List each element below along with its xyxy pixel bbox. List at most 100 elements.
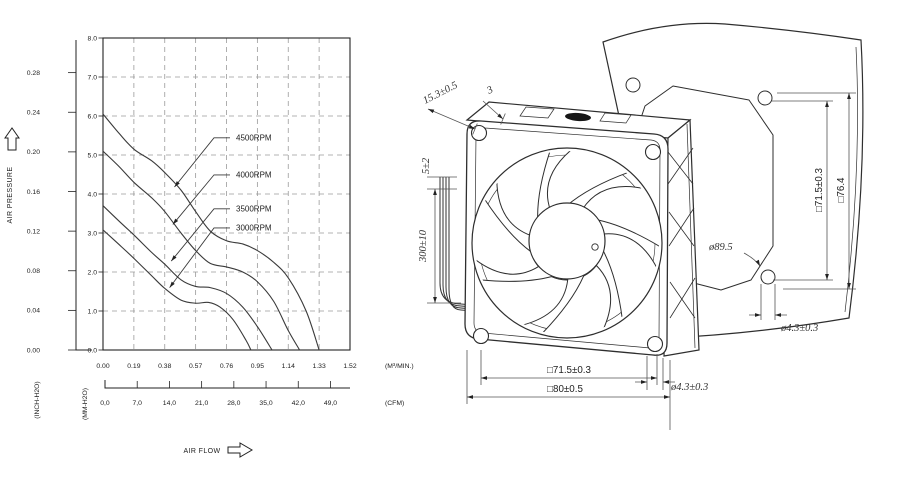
hub: [528, 202, 606, 280]
curve-label-4500rpm: 4500RPM: [236, 134, 272, 143]
dim-arrow: [651, 376, 657, 380]
y-tick-label: 5.0: [88, 152, 98, 159]
dim-arrow: [481, 376, 487, 380]
leader-4000rpm: [172, 174, 230, 225]
x-tick-label: 1.14: [282, 363, 295, 370]
mount-hole-bottom-right: [646, 335, 664, 353]
y-tick-label: 8.0: [88, 35, 98, 42]
y-tick-label: 4.0: [88, 191, 98, 198]
lead-wire: [439, 177, 474, 306]
cfm-tick-label: 0,0: [100, 400, 110, 407]
leader-3000rpm: [169, 227, 230, 288]
dim-gasket-hole-pitch: □71.5±0.3: [814, 167, 825, 212]
air-pressure-arrow-icon: [4, 127, 20, 151]
air-pressure-label: AIR PRESSURE: [7, 167, 14, 224]
inch-tick-label: 0.28: [27, 70, 40, 77]
label-blob: [565, 112, 591, 122]
inch-tick-label: 0.08: [27, 268, 40, 275]
fan-body: [464, 101, 700, 357]
y-tick-label: 6.0: [88, 113, 98, 120]
curve-label-4000rpm: 4000RPM: [236, 171, 272, 180]
curve-label-3000rpm: 3000RPM: [236, 224, 272, 233]
y-tick-label: 7.0: [88, 74, 98, 81]
grid: [103, 38, 350, 350]
air-flow-caption: AIR FLOW: [183, 442, 253, 458]
y-axis-inch: 0.000.040.080.120.160.200.240.28(INCH-H2…: [27, 40, 92, 419]
dim-arrow: [755, 259, 760, 266]
dim-arrow: [467, 395, 473, 399]
curve-label-3500rpm: 3500RPM: [236, 205, 272, 214]
dim-arrow: [468, 124, 475, 129]
dim-arrow: [428, 109, 435, 114]
dim-arrow: [663, 380, 669, 384]
dim-lead-length: 300±10: [418, 229, 429, 263]
inch-axis-unit: (INCH-H2O): [34, 381, 41, 418]
top-band-slot-2: [599, 112, 632, 124]
dim-opening-dia: ø89.5: [708, 242, 733, 253]
hub-center-mark: [591, 243, 599, 251]
y-tick-label: 2.0: [88, 269, 98, 276]
y-axis-mm: 0.01.02.03.04.05.06.07.08.0(MM-H2O): [82, 35, 103, 420]
curve-3500rpm: [102, 205, 273, 351]
dim-arrow: [433, 297, 437, 303]
lead-wire: [448, 177, 474, 312]
dim-arrow: [664, 395, 670, 399]
dim-arrow: [641, 380, 647, 384]
leader-arrow: [169, 281, 175, 288]
gasket-hole-top-right: [757, 90, 773, 106]
y-tick-label: 0.0: [88, 347, 98, 354]
cfm-tick-label: 14,0: [163, 400, 176, 407]
leader-arrow: [174, 181, 180, 187]
dim-arrow: [497, 113, 503, 119]
dim-frame-depth: 15.3±0.5: [421, 80, 459, 107]
mount-hole-bottom-left: [472, 327, 490, 345]
gasket-hole-bottom-right: [760, 269, 776, 285]
dim-arrow: [825, 101, 829, 107]
x-tick-label: 1.52: [343, 363, 356, 370]
frame-back-edge: [686, 123, 696, 349]
inch-tick-label: 0.00: [27, 347, 40, 354]
x-axis-unit: (M³/MIN.): [385, 363, 414, 370]
dim-arrow: [755, 313, 761, 317]
dim-arrow: [847, 93, 851, 99]
gasket-hole-top-left: [625, 77, 641, 93]
air-flow-arrow-icon: [227, 442, 253, 458]
y-tick-label: 1.0: [88, 308, 98, 315]
cfm-tick-label: 42,0: [292, 400, 305, 407]
frame-side-struts: [667, 147, 696, 319]
x-tick-label: 0.95: [251, 363, 264, 370]
cfm-axis-unit: (CFM): [385, 400, 404, 407]
air-flow-label: AIR FLOW: [183, 448, 220, 455]
inch-tick-label: 0.16: [27, 189, 40, 196]
top-band-slot-1: [519, 106, 555, 119]
dim-frame-width: □80±0.5: [547, 384, 583, 395]
fan-blade: [541, 264, 612, 335]
y-tick-label: 3.0: [88, 230, 98, 237]
dim-hole-pitch: □71.5±0.3: [547, 365, 592, 376]
dimension-annotations: 15.3±0.5 3 5±2 300±10 ø89.5 □71.5±0.3 □7…: [418, 80, 856, 430]
x-tick-label: 0.57: [189, 363, 202, 370]
mount-hole-top-right: [644, 143, 662, 161]
cfm-tick-label: 35,0: [259, 400, 272, 407]
x-tick-label: 0.76: [220, 363, 233, 370]
dim-gasket-width: □76.4: [836, 177, 847, 203]
curves: 4500RPM 4000RPM 3500RPM 3000RPM: [102, 113, 320, 351]
dim-arrow: [847, 283, 851, 289]
inch-tick-label: 0.04: [27, 308, 40, 315]
leader-arrow: [171, 255, 177, 262]
x-tick-label: 0.19: [127, 363, 140, 370]
inch-tick-label: 0.20: [27, 149, 40, 156]
inch-tick-label: 0.12: [27, 228, 40, 235]
curve-4000rpm: [102, 150, 301, 351]
dim-arrow: [775, 313, 781, 317]
leader-arrow: [172, 218, 179, 225]
fan-dimension-drawing: 15.3±0.5 3 5±2 300±10 ø89.5 □71.5±0.3 □7…: [418, 22, 864, 430]
curve-3000rpm: [102, 229, 252, 351]
curve-4500rpm: [102, 113, 320, 351]
cfm-tick-label: 49,0: [324, 400, 337, 407]
dim-lead-bare: 5±2: [421, 157, 432, 174]
